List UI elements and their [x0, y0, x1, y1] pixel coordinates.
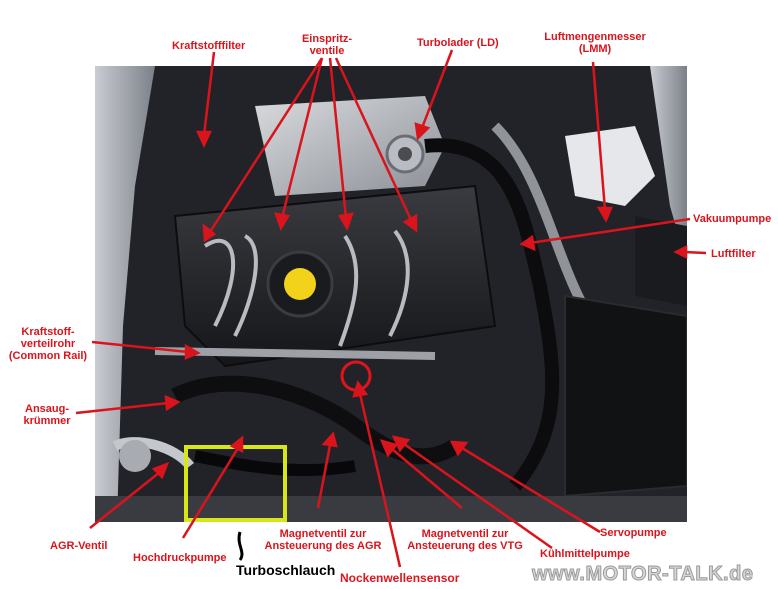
- hose-right: [424, 138, 560, 491]
- label-magnetventil-agr-line2: Ansteuerung des AGR: [264, 540, 382, 552]
- oil-cap: [284, 268, 316, 300]
- label-turboschlauch: Turboschlauch: [236, 562, 336, 578]
- label-common-rail-line2: verteilrohr: [20, 338, 76, 350]
- label-lmm-line2: (LMM): [578, 43, 612, 55]
- coolant-reservoir: [565, 126, 655, 206]
- label-agr-ventil: AGR-Ventil: [50, 540, 108, 552]
- label-kuehlmittelpumpe: Kühlmittelpumpe: [540, 548, 630, 560]
- label-ansaugkruemmer-line2: krümmer: [23, 415, 71, 427]
- label-hochdruckpumpe: Hochdruckpumpe: [133, 552, 227, 564]
- label-einspritzventile: Einspritz- ventile: [296, 33, 358, 57]
- lower-bodywork: [95, 496, 687, 522]
- label-magnetventil-agr-line1: Magnetventil zur: [279, 528, 367, 540]
- label-einspritzventile-line2: ventile: [309, 45, 345, 57]
- label-magnetventil-vtg: Magnetventil zur Ansteuerung des VTG: [400, 528, 530, 552]
- watermark: www.MOTOR-TALK.de: [531, 563, 754, 586]
- label-magnetventil-vtg-line2: Ansteuerung des VTG: [407, 540, 523, 552]
- label-kraftstofffilter: Kraftstofffilter: [172, 40, 246, 52]
- injector-lines: [203, 229, 410, 347]
- label-servopumpe: Servopumpe: [600, 527, 667, 539]
- label-common-rail-line1: Kraftstoff-: [21, 326, 75, 338]
- label-luftfilter: Luftfilter: [711, 248, 756, 260]
- label-turbolader: Turbolader (LD): [417, 37, 499, 49]
- label-ansaugkruemmer-line1: Ansaug-: [25, 403, 69, 415]
- engine-bay-photo: [95, 66, 687, 522]
- label-vakuumpumpe: Vakuumpumpe: [693, 213, 772, 225]
- label-common-rail-line3: (Common Rail): [8, 350, 88, 362]
- label-einspritzventile-line1: Einspritz-: [301, 33, 353, 45]
- turboschlauch-leader: [237, 531, 244, 561]
- label-lmm-line1: Luftmengenmesser: [544, 31, 646, 43]
- air-filter-upper: [635, 216, 687, 306]
- air-filter-box: [564, 294, 687, 498]
- label-magnetventil-agr: Magnetventil zur Ansteuerung des AGR: [258, 528, 388, 552]
- label-magnetventil-vtg-line1: Magnetventil zur: [421, 528, 509, 540]
- right-fender: [650, 66, 687, 266]
- label-lmm: Luftmengenmesser (LMM): [535, 31, 655, 55]
- turbo-core: [398, 147, 412, 161]
- common-rail: [154, 347, 436, 360]
- label-nockenwellensensor: Nockenwellensensor: [340, 571, 460, 585]
- label-ansaugkruemmer: Ansaug- krümmer: [18, 403, 76, 427]
- label-common-rail: Kraftstoff- verteilrohr (Common Rail): [4, 326, 92, 362]
- agr-valve-body: [119, 440, 151, 472]
